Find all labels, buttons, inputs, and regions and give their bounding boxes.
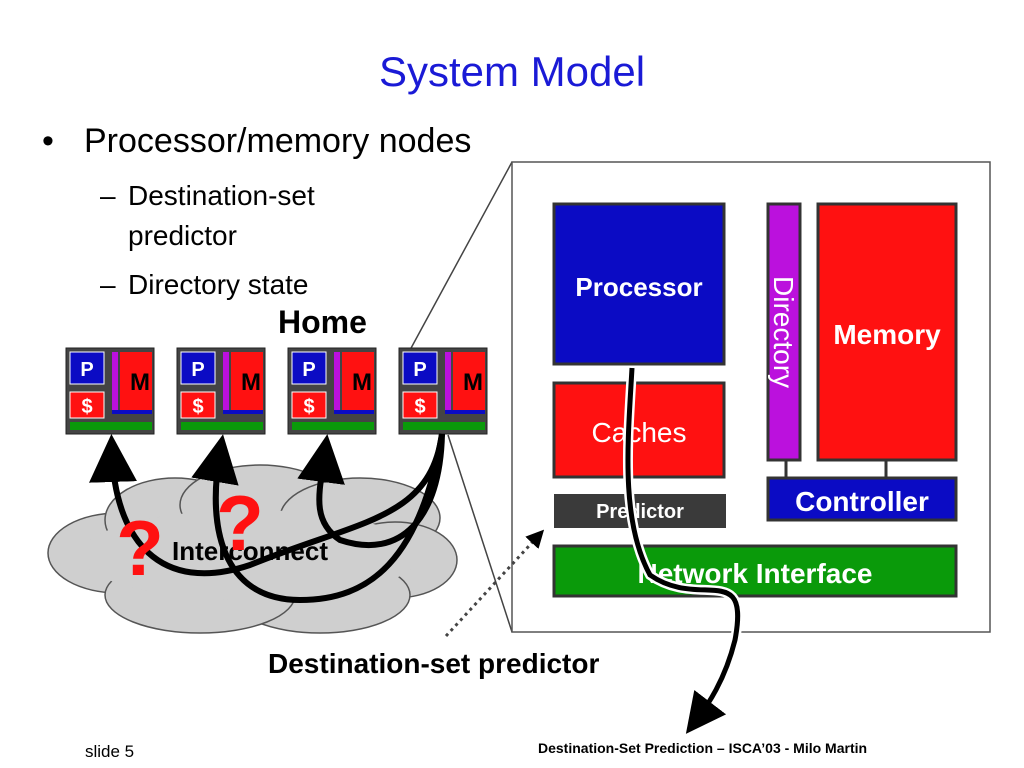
caches-block (552, 381, 726, 479)
zoom-line-top (409, 161, 513, 351)
node-3-memory-label: M (352, 369, 372, 396)
predictor-pointer (444, 529, 545, 638)
node-4-memory-label: M (463, 369, 483, 396)
request-arrow-3 (297, 433, 445, 548)
slide-number: slide 5 (85, 742, 135, 761)
memory-block (816, 202, 958, 462)
node-1-processor-label: P (80, 359, 93, 381)
node-3-processor-label: P (302, 359, 315, 381)
question-mark-2: ? (216, 479, 264, 567)
caches-block-label: Caches (592, 417, 687, 448)
node-2: P $ M (176, 347, 266, 435)
bullet-processor-memory: Processor/memory nodes (84, 122, 472, 160)
processor-block (552, 202, 726, 366)
node-2-cache-label: $ (192, 396, 203, 418)
network-interface-block (552, 544, 958, 598)
node-3: P $ M (287, 347, 377, 435)
dash-1: – (100, 180, 116, 211)
bullet-marker: • (42, 122, 54, 160)
directory-block (766, 202, 802, 462)
request-arrow-1 (89, 433, 445, 577)
predictor-block (554, 494, 726, 528)
subbullet-predictor: predictor (128, 220, 237, 251)
destination-set-predictor-caption: Destination-set predictor (268, 648, 600, 679)
dash-2: – (100, 269, 116, 300)
processor-block-label: Processor (575, 272, 702, 302)
controller-block (766, 476, 958, 522)
node-4-home: P $ M (398, 347, 488, 435)
predictor-block-label: Predictor (596, 501, 684, 523)
question-mark-1: ? (116, 504, 164, 592)
subbullet-destination-set: Destination-set (128, 180, 315, 211)
footer-citation: Destination-Set Prediction – ISCA’03 - M… (538, 740, 868, 756)
zoom-line-bottom (447, 434, 513, 633)
node-1-cache-label: $ (81, 396, 92, 418)
node-3-cache-label: $ (303, 396, 314, 418)
node-4-processor-label: P (413, 359, 426, 381)
home-label: Home (278, 304, 367, 340)
slide-title: System Model (378, 48, 646, 95)
node-2-processor-label: P (191, 359, 204, 381)
request-path (625, 367, 741, 734)
node-1-memory-label: M (130, 369, 150, 396)
node-2-memory-label: M (241, 369, 261, 396)
node-4-cache-label: $ (414, 396, 425, 418)
memory-block-label: Memory (833, 319, 941, 350)
directory-block-label: Directory (768, 276, 799, 388)
node-1: P $ M (65, 347, 155, 435)
subbullet-directory-state: Directory state (128, 269, 309, 300)
interconnect-label: Interconnect (172, 536, 328, 566)
controller-block-label: Controller (795, 486, 929, 517)
